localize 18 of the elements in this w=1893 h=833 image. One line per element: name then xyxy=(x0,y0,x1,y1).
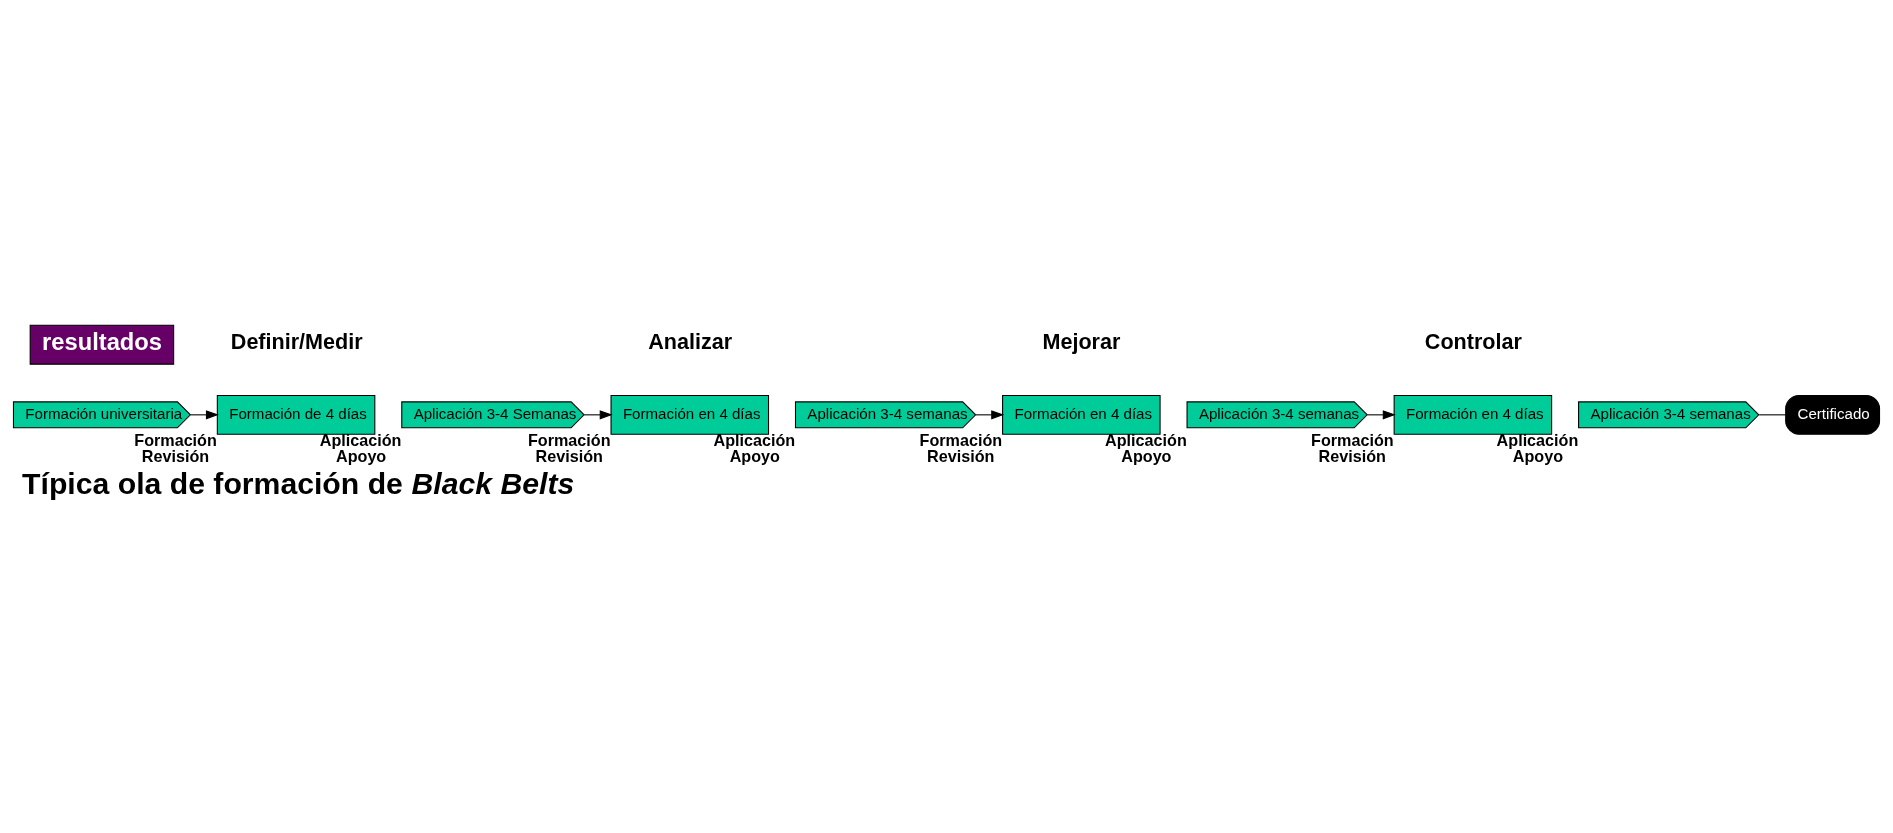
node-box: resultados xyxy=(29,324,175,365)
node-label: Formación Revisión xyxy=(527,430,611,465)
node-box: Formación en 4 días xyxy=(610,394,770,435)
arrow xyxy=(1366,409,1396,419)
node-box: Formación en 4 días xyxy=(1393,394,1553,435)
arrow xyxy=(583,409,613,419)
label: Definir/Medir xyxy=(230,328,363,354)
node-box: Certificado xyxy=(1785,394,1881,435)
label: Mejorar xyxy=(1042,328,1121,354)
label: Controlar xyxy=(1424,328,1522,354)
node-label: Formación Revisión xyxy=(1311,430,1394,465)
label: Analizar xyxy=(648,328,733,354)
diagram-title: Típica ola de formación de Black Belts xyxy=(22,466,575,500)
node-label: Formación Revisión xyxy=(134,430,217,465)
node-label: Formación Revisión xyxy=(919,430,1003,465)
connector xyxy=(1758,413,1786,415)
node-box: Formación en 4 días xyxy=(1002,394,1161,435)
node-box: Formación de 4 días xyxy=(216,394,376,435)
